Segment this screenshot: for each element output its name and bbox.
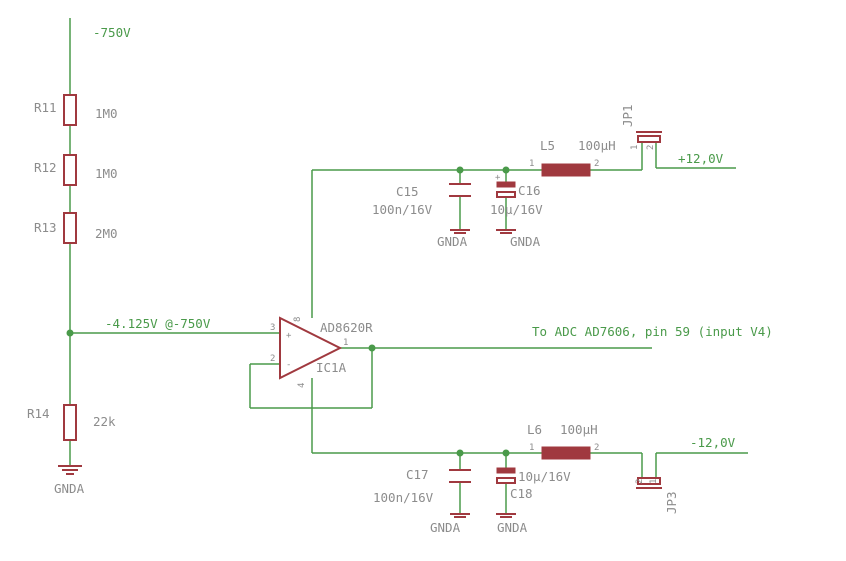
opamp-pin-1: 1 xyxy=(343,338,348,348)
junction-dot xyxy=(368,344,376,352)
junction-dot xyxy=(502,166,510,174)
jumper-jp1: JP1 1 2 xyxy=(620,104,662,150)
wires xyxy=(69,18,748,514)
resistor-r11: R11 1M0 xyxy=(34,94,118,126)
resistor-value: 1M0 xyxy=(95,166,118,181)
capacitor-ref: C17 xyxy=(406,467,429,482)
net-label-hv: -750V xyxy=(93,25,131,40)
junctions xyxy=(66,166,510,457)
resistor-value: 22k xyxy=(93,414,116,429)
inductor-value: 100µH xyxy=(578,138,616,153)
resistor-value: 1M0 xyxy=(95,106,118,121)
inductor-value: 100µH xyxy=(560,422,598,437)
capacitor-c17: C17 100n/16V xyxy=(373,467,471,505)
jumper-jp3: JP3 2 1 xyxy=(635,477,679,514)
opamp-ic1a: + - 3 2 1 8 4 AD8620R IC1A xyxy=(270,316,373,388)
inductor-pin-2: 2 xyxy=(594,443,599,453)
net-label-neg-supply: -12,0V xyxy=(690,435,736,450)
jumper-pin-1: 1 xyxy=(649,479,659,484)
inductor-pin-1: 1 xyxy=(529,159,534,169)
capacitor-value: 100n/16V xyxy=(373,490,434,505)
jumper-ref: JP3 xyxy=(664,491,679,514)
capacitor-ref: C16 xyxy=(518,183,541,198)
capacitor-c18: 10µ/16V C18 xyxy=(496,467,571,501)
junction-dot xyxy=(456,449,464,457)
inductor-ref: L5 xyxy=(540,138,555,153)
resistor-ref: R13 xyxy=(34,220,57,235)
resistor-ref: R11 xyxy=(34,100,57,115)
opamp-pin-4: 4 xyxy=(297,383,307,388)
inductor-pin-1: 1 xyxy=(529,443,534,453)
resistor-r12: R12 1M0 xyxy=(34,154,118,186)
opamp-sign-minus: - xyxy=(286,360,291,370)
ground-symbol: GNDA xyxy=(496,513,528,535)
jumper-pin-1: 1 xyxy=(630,145,640,150)
resistor-r13: R13 2M0 xyxy=(34,212,118,244)
junction-dot xyxy=(66,329,74,337)
ground-symbol: GNDA xyxy=(54,465,85,496)
ground-symbol: GNDA xyxy=(430,513,470,535)
capacitor-value: 10µ/16V xyxy=(518,469,571,484)
capacitor-ref: C18 xyxy=(510,486,533,501)
capacitor-value: 10µ/16V xyxy=(490,202,543,217)
ground-symbol: GNDA xyxy=(437,229,470,249)
ground-label: GNDA xyxy=(54,481,85,496)
opamp-pin-2: 2 xyxy=(270,354,275,364)
net-label-pos-supply: +12,0V xyxy=(678,151,724,166)
capacitor-c16: + C16 10µ/16V xyxy=(490,173,543,217)
ground-label: GNDA xyxy=(497,520,528,535)
opamp-ref: IC1A xyxy=(316,360,347,375)
capacitor-ref: C15 xyxy=(396,184,419,199)
jumper-pin-2: 2 xyxy=(646,145,656,150)
opamp-sign-plus: + xyxy=(286,331,292,341)
inductor-pin-2: 2 xyxy=(594,159,599,169)
ground-symbol: GNDA xyxy=(496,229,541,249)
opamp-pin-3: 3 xyxy=(270,323,275,333)
resistor-value: 2M0 xyxy=(95,226,118,241)
ground-label: GNDA xyxy=(430,520,461,535)
opamp-pin-8: 8 xyxy=(293,317,303,322)
resistor-ref: R12 xyxy=(34,160,57,175)
inductor-l5: 1 2 L5 100µH xyxy=(529,138,616,177)
inductor-l6: 1 2 L6 100µH xyxy=(527,422,599,460)
jumper-ref: JP1 xyxy=(620,104,635,127)
inductor-ref: L6 xyxy=(527,422,542,437)
capacitor-c15: C15 100n/16V xyxy=(372,183,471,217)
junction-dot xyxy=(456,166,464,174)
net-label-adc: To ADC AD7606, pin 59 (input V4) xyxy=(532,324,773,339)
jumper-pin-2: 2 xyxy=(635,479,645,484)
net-label-divider: -4.125V @-750V xyxy=(105,316,211,331)
resistor-r14: R14 22k xyxy=(27,404,116,441)
polarity-mark: + xyxy=(495,173,501,183)
opamp-part: AD8620R xyxy=(320,320,373,335)
ground-label: GNDA xyxy=(510,234,541,249)
junction-dot xyxy=(502,449,510,457)
resistor-ref: R14 xyxy=(27,406,50,421)
ground-label: GNDA xyxy=(437,234,468,249)
capacitor-value: 100n/16V xyxy=(372,202,433,217)
